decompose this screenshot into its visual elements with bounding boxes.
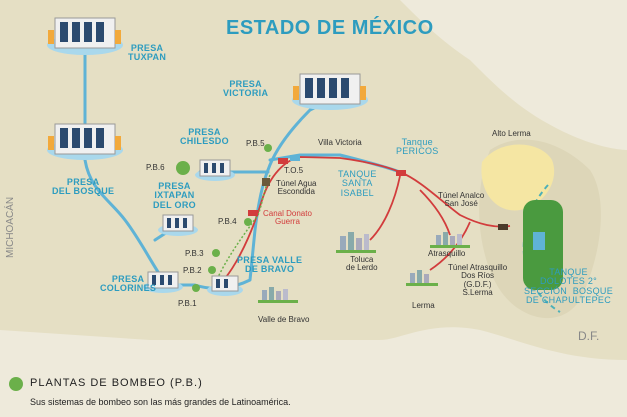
label-pb1: P.B.1 xyxy=(178,299,197,308)
label-tunel-atrasquillo: Túnel Atrasquillo Dos Ríos (G.D.F.) S.Le… xyxy=(448,263,508,298)
label-valle-bravo-town: Valle de Bravo xyxy=(258,315,310,324)
legend-title: PLANTAS DE BOMBEO (P.B.) xyxy=(30,377,203,389)
map-title: ESTADO DE MÉXICO xyxy=(226,17,434,39)
dam-ixtapan xyxy=(158,214,198,236)
label-michoacan: MICHOACÁN xyxy=(5,196,16,258)
pipe-red-toluca xyxy=(369,175,401,241)
label-pb5: P.B.5 xyxy=(246,139,265,148)
pipe-colorines-chilesdo xyxy=(163,168,270,290)
tunel-agua-node xyxy=(262,178,270,186)
pump-pb1 xyxy=(192,284,200,292)
label-to5: T.O.5 xyxy=(284,166,304,175)
label-tanque-dolores: TANQUE DOLOTES 2° SECCIÓN BOSQUE DE CHAP… xyxy=(524,267,614,306)
dam-tuxpan xyxy=(47,17,123,55)
legend-pump-icon xyxy=(9,377,23,391)
pipe-red-atrasquillo xyxy=(419,189,451,236)
label-tunel-analco: Túnel Analco San José xyxy=(438,191,485,209)
pump-pb3 xyxy=(212,249,220,257)
dam-del-bosque xyxy=(47,123,123,160)
label-presa-valle-bravo: PRESA VALLE DE BRAVO xyxy=(237,255,303,275)
label-alto-lerma: Alto Lerma xyxy=(492,129,531,138)
town-toluca-icon xyxy=(336,232,376,253)
label-presa-chilesdo: PRESA CHILESDO xyxy=(180,127,229,147)
pipe-red-main xyxy=(211,156,511,291)
label-tunel-agua: Túnel Agua Escondida xyxy=(276,179,317,197)
pump-pb2 xyxy=(208,266,216,274)
label-toluca: Toluca de Lerdo xyxy=(346,255,378,273)
pump-pb6 xyxy=(176,161,190,175)
label-pb3: P.B.3 xyxy=(185,249,204,258)
label-tanque-pericos: Tanque PERICOS xyxy=(396,137,439,157)
dam-colorines xyxy=(143,271,183,293)
dam-chilesdo xyxy=(195,159,235,181)
legend-subtitle: Sus sistemas de bombeo son las más grand… xyxy=(30,397,291,407)
pipe-bosque-colorines xyxy=(83,158,162,277)
dam-victoria xyxy=(292,73,368,110)
label-pb6: P.B.6 xyxy=(146,163,165,172)
town-lerma-icon xyxy=(406,270,438,286)
pipe-victoria xyxy=(266,98,332,172)
label-presa-victoria: PRESA VICTORIA xyxy=(223,79,269,99)
label-presa-tuxpan: PRESA TUXPAN xyxy=(128,43,167,63)
alto-lerma-area xyxy=(481,144,555,211)
town-atrasquillo-icon xyxy=(430,232,470,248)
canal-donato-node xyxy=(248,210,258,216)
tanque-dolores-node xyxy=(498,224,508,230)
pump-pb4 xyxy=(244,218,252,226)
pericos-node xyxy=(396,170,406,176)
label-presa-colorines: PRESA COLORINES xyxy=(100,274,157,294)
pump-pb5 xyxy=(264,144,272,152)
to5-node xyxy=(278,158,288,164)
label-canal-donato: Canal Donato Guerra xyxy=(263,209,312,227)
label-tanque-santa-isabel: TANQUE SANTA ISABEL xyxy=(338,169,377,198)
label-presa-ixtapan: PRESA IXTAPAN DEL ORO xyxy=(153,181,196,210)
label-atrasquillo: Atrasquillo xyxy=(428,249,466,258)
label-pb4: P.B.4 xyxy=(218,217,237,226)
villa-victoria-node xyxy=(290,155,300,161)
town-valle-bravo-icon xyxy=(258,287,298,303)
label-pb2: P.B.2 xyxy=(183,266,202,275)
dam-valle-bravo xyxy=(207,275,243,296)
label-presa-del-bosque: PRESA DEL BOSQUE xyxy=(52,177,115,197)
label-lerma: Lerma xyxy=(412,301,435,310)
chapultepec-park xyxy=(523,200,563,290)
pipe-red-lerma xyxy=(429,221,471,271)
label-df: D.F. xyxy=(578,329,600,343)
label-villa-victoria: Villa Victoria xyxy=(318,138,362,147)
